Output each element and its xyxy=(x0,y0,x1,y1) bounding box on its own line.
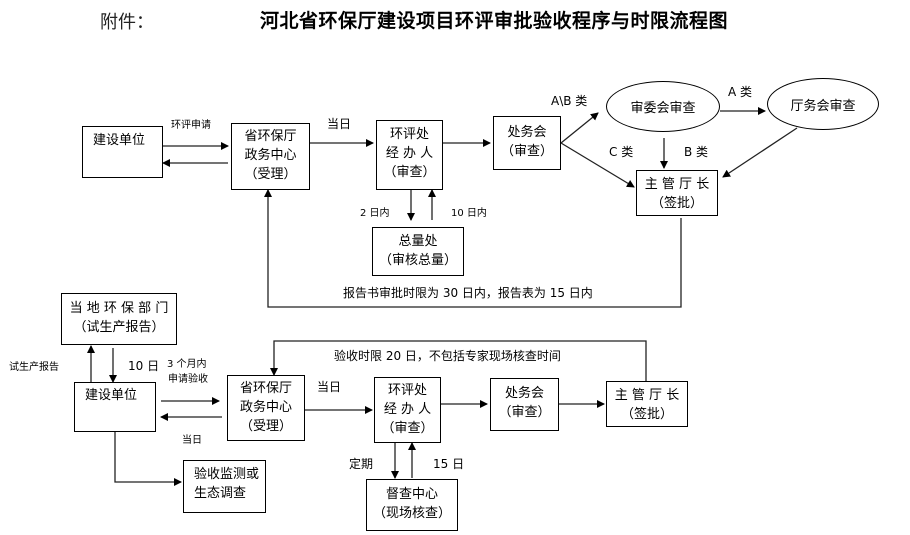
node-label: 生态调查 xyxy=(194,486,247,501)
label-within-10-days: 10 日内 xyxy=(451,208,487,219)
acceptance-inspection-center: 督查中心 （现场核查） xyxy=(366,479,458,531)
node-label: （签批） xyxy=(650,196,703,211)
node-label: （审查） xyxy=(500,144,553,159)
node-label: 处务会 xyxy=(504,386,544,401)
acceptance-construction-unit: 建设单位 xyxy=(74,382,156,432)
node-label: 经 办 人 xyxy=(383,402,432,417)
acceptance-eia-handler: 环评处 经 办 人 （审查） xyxy=(374,377,441,443)
acceptance-monitoring: 验收监测或 生态调查 xyxy=(183,460,266,513)
node-label: （受理） xyxy=(244,167,297,182)
acceptance-gov-service-center: 省环保厅 政务中心 （受理） xyxy=(227,375,305,441)
label-acceptance-time-limit: 验收时限 20 日，不包括专家现场核查时间 xyxy=(334,349,561,363)
node-label: 处务会 xyxy=(507,125,547,140)
node-label: （现场核查） xyxy=(372,506,451,521)
acceptance-office-meeting: 处务会 （审查） xyxy=(490,378,559,431)
node-label: 建设单位 xyxy=(85,388,138,403)
node-label: （受理） xyxy=(239,419,292,434)
arrow-meeting-to-director xyxy=(560,142,635,188)
node-label: 环评处 xyxy=(389,127,429,142)
label-fifteen-days: 15 日 xyxy=(433,457,465,471)
approval-total-volume-office: 总量处 （审核总量） xyxy=(372,227,464,276)
label-approval-time-limit: 报告书审批时限为 30 日内，报告表为 15 日内 xyxy=(343,286,593,300)
label-class-b: B 类 xyxy=(684,145,709,159)
node-label: 经 办 人 xyxy=(385,146,434,161)
label-same-day-top: 当日 xyxy=(317,380,342,394)
node-label: 督查中心 xyxy=(385,487,438,502)
label-eia-application: 环评申请 xyxy=(171,120,211,131)
node-label: 建设单位 xyxy=(93,133,146,148)
approval-eia-handler: 环评处 经 办 人 （审查） xyxy=(376,120,443,190)
label-same-day: 当日 xyxy=(327,117,352,131)
label-class-ab: A\B 类 xyxy=(551,94,588,108)
node-label: （审查） xyxy=(498,405,551,420)
approval-dept-meeting: 厅务会审查 xyxy=(767,78,879,130)
node-label: 总量处 xyxy=(398,234,438,249)
acceptance-local-epb: 当 地 环 保 部 门 （试生产报告） xyxy=(61,293,177,345)
node-label: 验收监测或 xyxy=(194,467,260,482)
node-label: （试生产报告） xyxy=(73,320,165,335)
approval-director: 主 管 厅 长 （签批） xyxy=(636,170,718,216)
label-class-a: A 类 xyxy=(728,85,753,99)
arrow-meeting-to-committee xyxy=(560,112,599,144)
node-label: （审查） xyxy=(383,165,436,180)
node-label: 政务中心 xyxy=(239,400,292,415)
arrow-unit-to-monitoring xyxy=(114,432,182,486)
node-label: （审核总量） xyxy=(378,253,457,268)
label-trial-report: 试生产报告 xyxy=(9,362,59,373)
attachment-label: 附件： xyxy=(100,12,154,33)
approval-review-committee: 审委会审查 xyxy=(606,81,720,132)
approval-office-meeting: 处务会 （审查） xyxy=(493,116,561,170)
node-label: 主 管 厅 长 xyxy=(614,388,680,403)
label-within-3-months: 3 个月内 xyxy=(167,359,207,370)
label-ten-days: 10 日 xyxy=(128,359,160,373)
label-class-c: C 类 xyxy=(609,145,634,159)
label-periodic: 定期 xyxy=(349,457,374,471)
node-label: 政务中心 xyxy=(244,148,297,163)
node-label: 主 管 厅 长 xyxy=(644,177,710,192)
page-title: 河北省环保厅建设项目环评审批验收程序与时限流程图 xyxy=(260,10,729,32)
arrow-deptmeeting-to-director xyxy=(722,127,798,178)
approval-gov-service-center: 省环保厅 政务中心 （受理） xyxy=(231,123,310,190)
return-line-director-to-center xyxy=(264,189,682,308)
return-line-director-to-center-2 xyxy=(270,340,647,381)
node-label: 省环保厅 xyxy=(239,381,292,396)
node-label: 当 地 环 保 部 门 xyxy=(69,301,169,316)
label-within-2-days: 2 日内 xyxy=(360,208,390,219)
label-apply-acceptance: 申请验收 xyxy=(168,374,208,385)
node-label: 省环保厅 xyxy=(244,129,297,144)
node-label: 环评处 xyxy=(387,383,427,398)
acceptance-director: 主 管 厅 长 （签批） xyxy=(606,381,688,427)
node-label: （签批） xyxy=(620,407,673,422)
label-same-day-bottom: 当日 xyxy=(182,435,202,446)
approval-construction-unit: 建设单位 xyxy=(82,126,163,178)
node-label: （审查） xyxy=(381,421,434,436)
